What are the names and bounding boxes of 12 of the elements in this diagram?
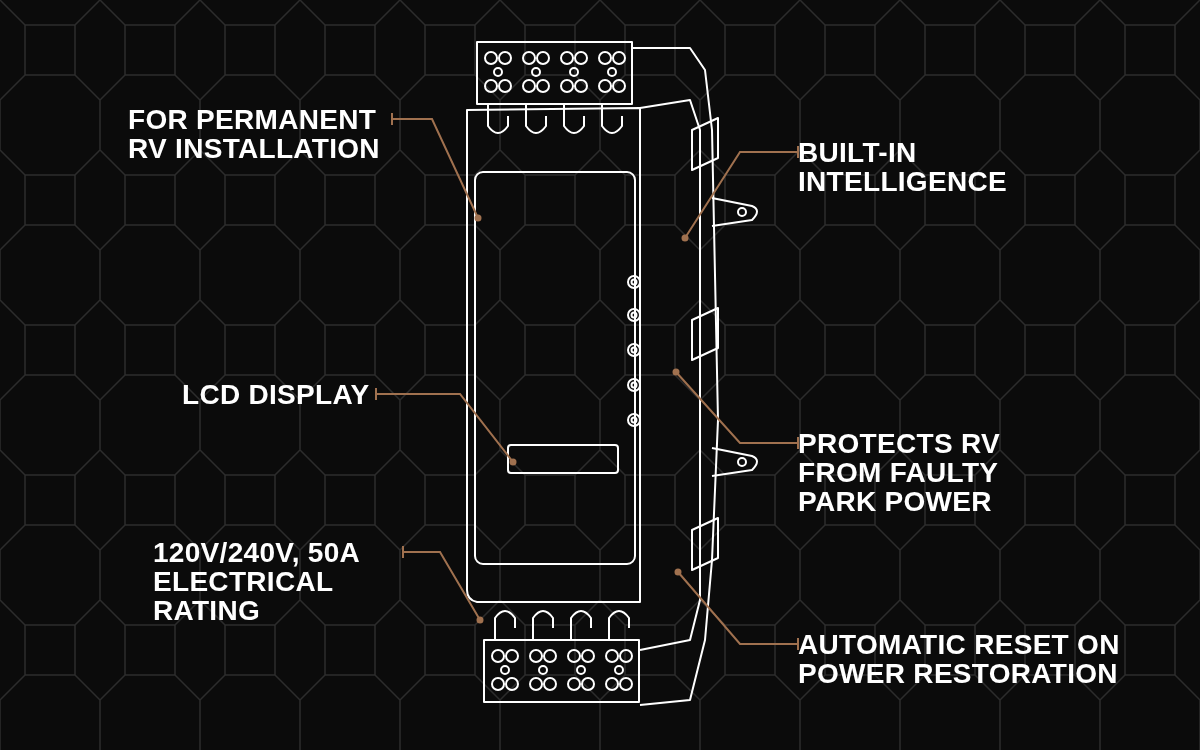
leader-line: [674, 568, 799, 651]
leader-line: [375, 387, 517, 466]
leader-line: [672, 368, 799, 450]
leader-line: [681, 145, 799, 242]
callout-label: AUTOMATIC RESET ON POWER RESTORATION: [798, 630, 1121, 688]
callout-label: BUILT-IN INTELLIGENCE: [798, 138, 1008, 196]
callout-label: FOR PERMANENT RV INSTALLATION: [128, 105, 381, 163]
leader-line: [402, 545, 484, 624]
callout-label: 120V/240V, 50A ELECTRICAL RATING: [153, 538, 361, 625]
callout-label: LCD DISPLAY: [182, 380, 371, 409]
leader-line: [391, 112, 482, 222]
callout-label: PROTECTS RV FROM FAULTY PARK POWER: [798, 429, 1001, 516]
